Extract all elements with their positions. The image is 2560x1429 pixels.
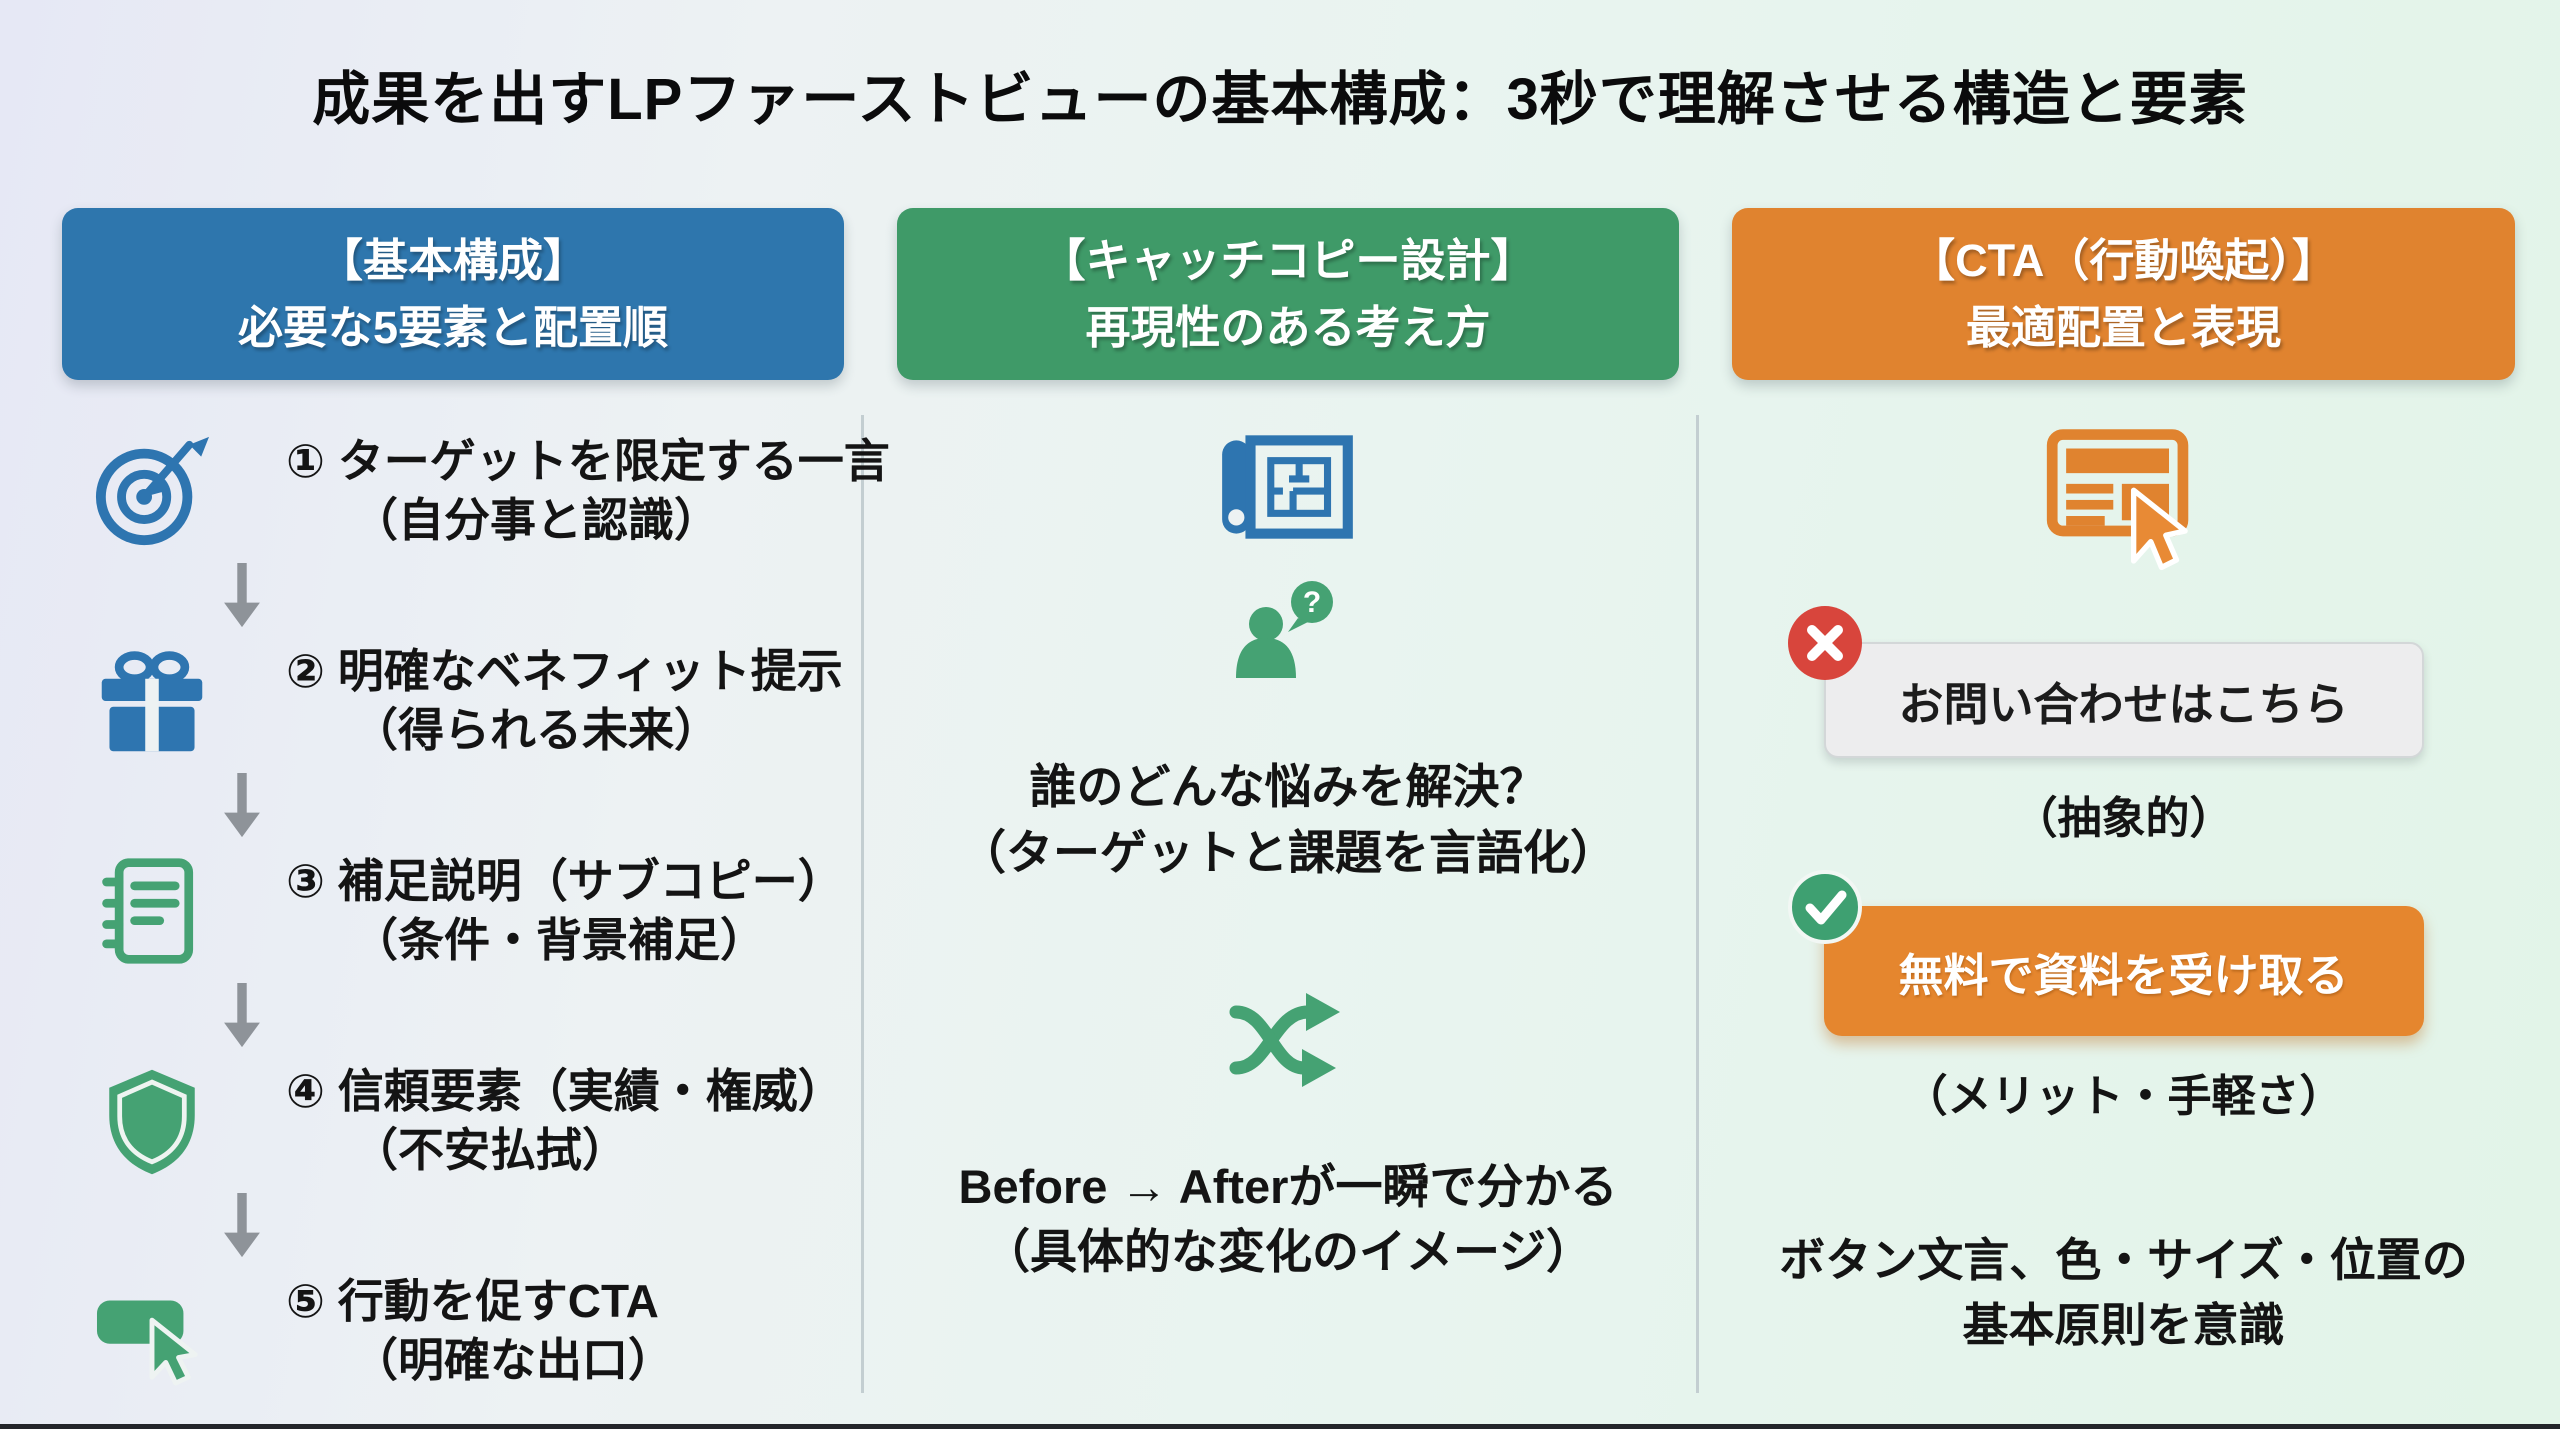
cta-note: ボタン文言、色・サイズ・位置の 基本原則を意識 (1779, 1228, 2468, 1359)
column-divider-right (1696, 415, 1699, 1393)
bad-cta-button: お問い合わせはこちら (1823, 642, 2424, 758)
person-question-icon: ? (1222, 574, 1354, 694)
column-header-catchcopy: 【キャッチコピー設計】 再現性のある考え方 (897, 208, 1679, 380)
step-line-2: （明確な出口） (352, 1334, 674, 1386)
column-header-cta: 【CTA（行動喚起）】 最適配置と表現 (1732, 208, 2515, 380)
bad-cta-example: お問い合わせはこちら (1787, 606, 2424, 758)
browser-click-icon (2042, 426, 2206, 576)
page-title: 成果を出すLPファーストビューの基本構成：3秒で理解させる構造と要素 (312, 67, 2248, 132)
gift-icon (62, 643, 242, 759)
step-line-2: （得られる未来） (352, 704, 720, 756)
column-cta: 【CTA（行動喚起）】 最適配置と表現 お問い合 (1732, 208, 2515, 1359)
catchcopy-text-1-line-1: 誰のどんな悩みを解決？ (1029, 760, 1547, 813)
good-cta-button: 無料で資料を受け取る (1823, 906, 2424, 1036)
blueprint-icon (1212, 426, 1364, 548)
good-cta-caption: （メリット・手軽さ） (1903, 1072, 2344, 1121)
step-text: ① ターゲットを限定する一言 （自分事と認識） (286, 432, 890, 550)
notebook-icon (62, 853, 242, 969)
column-basic-structure: 【基本構成】 必要な5要素と配置順 ① ターゲットを限定する一言 (62, 208, 890, 1402)
cta-note-line-2: 基本原則を意識 (1962, 1299, 2285, 1352)
step-text: ③ 補足説明（サブコピー） （条件・背景補足） (286, 852, 844, 970)
step-item-5: ⑤ 行動を促すCTA （明確な出口） (62, 1260, 844, 1402)
step-line-1: ② 明確なベネフィット提示 (286, 645, 843, 698)
header-line-1: 【基本構成】 (317, 234, 588, 286)
column-header-basic-structure: 【基本構成】 必要な5要素と配置順 (62, 208, 844, 380)
step-item-2: ② 明確なベネフィット提示 （得られる未来） (62, 630, 844, 772)
bottom-edge-line (0, 1424, 2560, 1429)
catchcopy-text-1-line-2: （ターゲットと課題を言語化） (959, 825, 1617, 879)
shuffle-icon (1222, 976, 1354, 1104)
step-text: ④ 信頼要素（実績・権威） （不安払拭） (286, 1062, 844, 1180)
svg-text:?: ? (1303, 586, 1321, 619)
good-cta-example: 無料で資料を受け取る (1787, 870, 2424, 1036)
catchcopy-text-1: 誰のどんな悩みを解決？ （ターゲットと課題を言語化） (959, 754, 1617, 886)
step-line-2: （自分事と認識） (352, 494, 720, 546)
step-line-1: ④ 信頼要素（実績・権威） (286, 1065, 844, 1118)
column-divider-left (861, 415, 864, 1393)
header-line-1: 【キャッチコピー設計】 (1040, 234, 1536, 286)
step-line-1: ⑤ 行動を促すCTA (286, 1275, 659, 1328)
cta-button-icon (62, 1275, 242, 1387)
catchcopy-text-2-line-1: Before → Afterが一瞬で分かる (958, 1159, 1618, 1213)
catchcopy-text-2: Before → Afterが一瞬で分かる （具体的な変化のイメージ） (959, 1154, 1618, 1286)
column-catchcopy: 【キャッチコピー設計】 再現性のある考え方 ? (897, 208, 1679, 1285)
step-list: ① ターゲットを限定する一言 （自分事と認識） (62, 420, 890, 1402)
step-line-2: （不安払拭） (352, 1124, 628, 1176)
catchcopy-text-2-line-2: （具体的な変化のイメージ） (982, 1225, 1594, 1279)
step-item-3: ③ 補足説明（サブコピー） （条件・背景補足） (62, 840, 844, 982)
x-badge-icon (1786, 604, 1864, 687)
bad-cta-caption: （抽象的） (2013, 794, 2234, 843)
down-arrow-icon (220, 772, 844, 840)
down-arrow-icon (220, 982, 844, 1050)
step-text: ② 明確なベネフィット提示 （得られる未来） (286, 642, 843, 760)
step-text: ⑤ 行動を促すCTA （明確な出口） (286, 1272, 674, 1390)
step-item-4: ④ 信頼要素（実績・権威） （不安払拭） (62, 1050, 844, 1192)
check-badge-icon (1786, 868, 1864, 951)
shield-icon (62, 1064, 242, 1178)
step-line-1: ① ターゲットを限定する一言 (286, 435, 890, 488)
header-line-2: 再現性のある考え方 (1085, 302, 1491, 353)
step-line-2: （条件・背景補足） (352, 914, 766, 966)
step-item-1: ① ターゲットを限定する一言 （自分事と認識） (62, 420, 890, 562)
cta-note-line-1: ボタン文言、色・サイズ・位置の (1779, 1234, 2468, 1286)
header-line-1: 【CTA（行動喚起）】 (1910, 234, 2337, 286)
down-arrow-icon (220, 1192, 844, 1260)
header-line-2: 最適配置と表現 (1965, 302, 2281, 353)
down-arrow-icon (220, 562, 844, 630)
header-line-2: 必要な5要素と配置順 (237, 302, 669, 353)
target-icon (62, 432, 242, 550)
step-line-1: ③ 補足説明（サブコピー） (286, 855, 844, 908)
